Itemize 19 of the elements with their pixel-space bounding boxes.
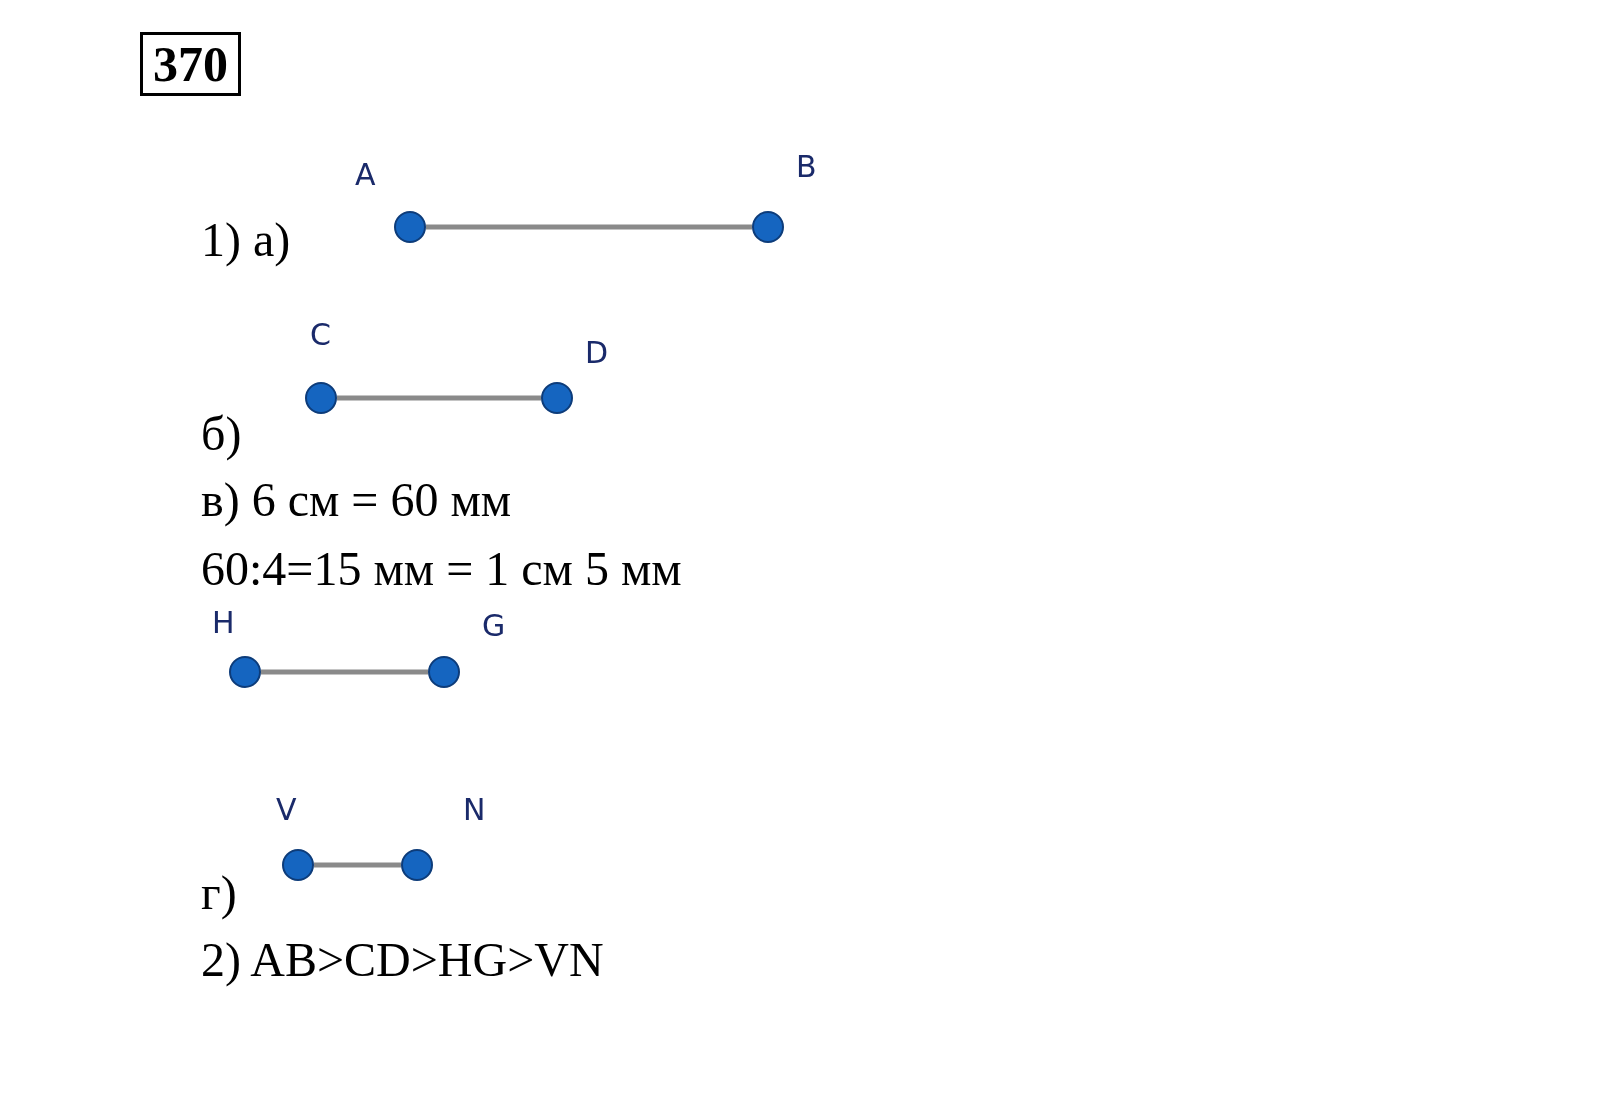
solution-text: 1) а) bbox=[201, 213, 291, 267]
solution-text: 2) AB>CD>HG>VN bbox=[201, 933, 604, 987]
point-label: G bbox=[482, 609, 506, 643]
solution-text: б) bbox=[201, 407, 242, 461]
solution-text: в) 6 см = 60 мм bbox=[201, 473, 512, 527]
solution-text: 60:4=15 мм = 1 см 5 мм bbox=[201, 542, 682, 596]
point-label: C bbox=[310, 318, 331, 352]
point-label: B bbox=[796, 150, 817, 184]
problem-number: 370 bbox=[140, 32, 241, 96]
point-label: A bbox=[355, 158, 376, 192]
line-segment bbox=[337, 395, 541, 401]
point-label: H bbox=[212, 606, 235, 640]
point-label: D bbox=[585, 336, 609, 370]
point-label: V bbox=[276, 793, 297, 827]
point-label: N bbox=[463, 793, 486, 827]
solution-text: г) bbox=[201, 866, 237, 920]
line-segment bbox=[261, 669, 428, 675]
line-segment bbox=[314, 862, 401, 868]
line-segment bbox=[426, 224, 752, 230]
